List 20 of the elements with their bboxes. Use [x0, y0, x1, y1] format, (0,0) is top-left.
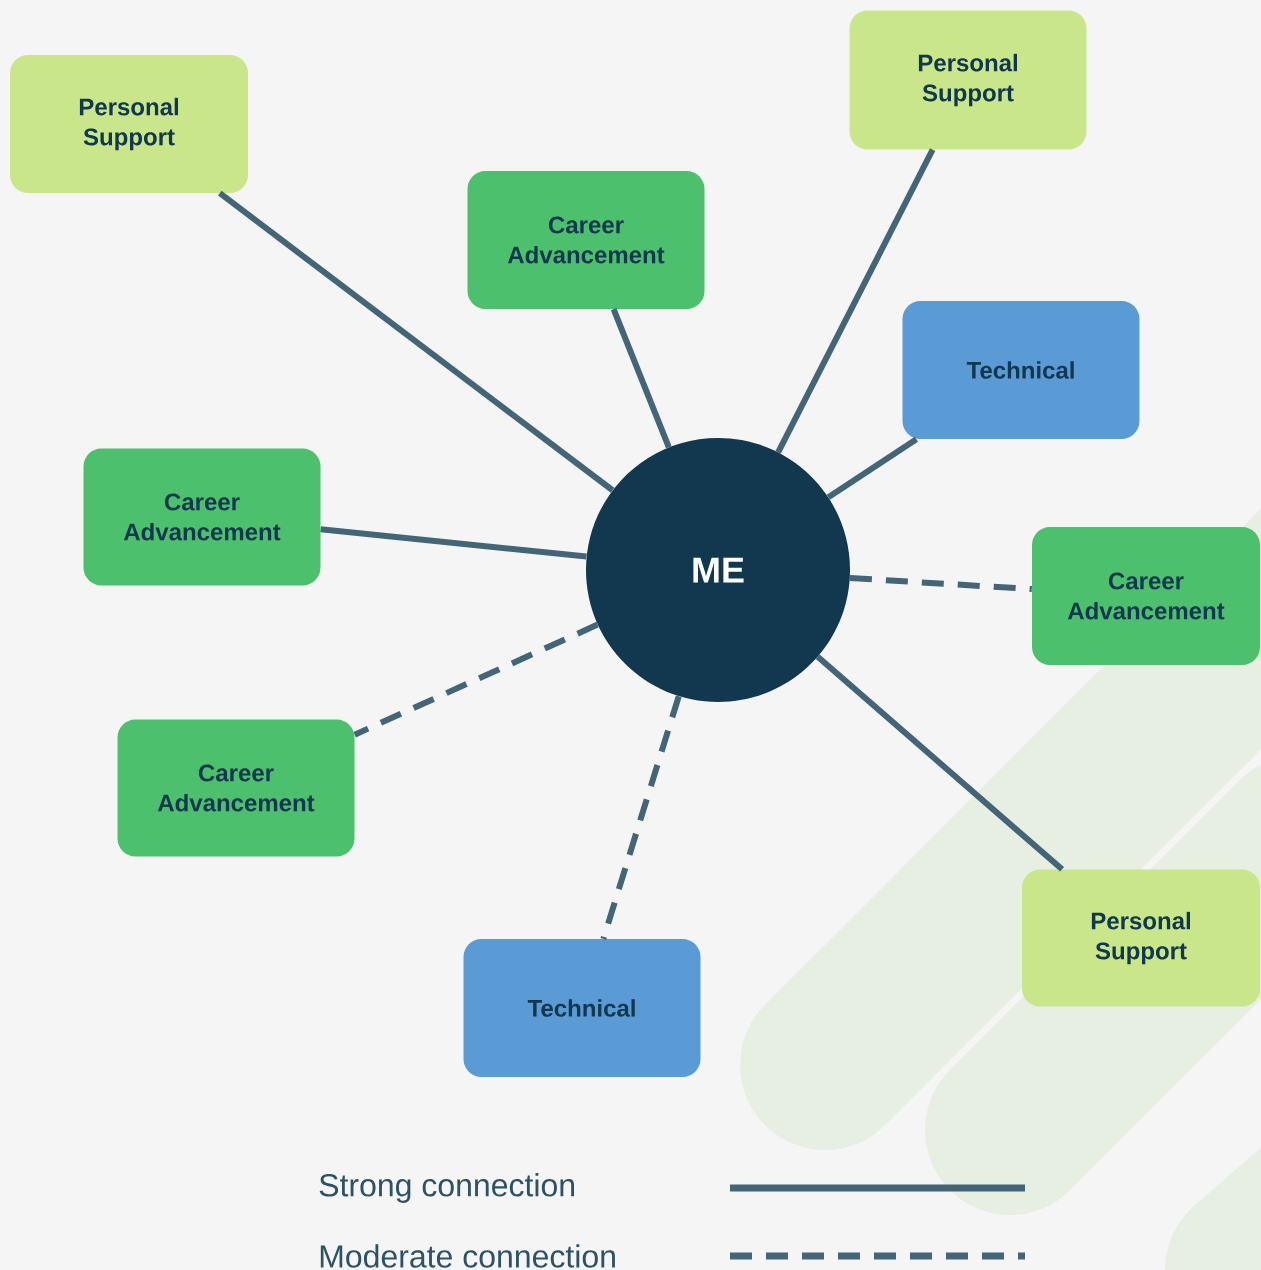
- connector-line: [600, 695, 682, 940]
- connector-line: [610, 308, 672, 449]
- category-box: Personal Support: [1022, 869, 1260, 1007]
- category-box: Personal Support: [10, 55, 248, 193]
- connector-line: [815, 654, 1065, 872]
- category-box: Technical: [463, 939, 701, 1077]
- category-box: Personal Support: [849, 10, 1087, 150]
- connector-line: [218, 190, 615, 493]
- connector-line: [826, 436, 919, 500]
- connector-line: [849, 575, 1032, 593]
- category-box: Career Advancement: [467, 171, 705, 309]
- connector-line: [353, 621, 599, 738]
- category-box: Technical: [902, 301, 1140, 439]
- connector-line: [320, 526, 587, 560]
- legend-label: Strong connection: [319, 1173, 574, 1203]
- legend-label: Moderate connection: [320, 1244, 615, 1268]
- connector-line: [775, 148, 936, 454]
- category-box: Career Advancement: [83, 448, 321, 586]
- category-box: Career Advancement: [117, 719, 355, 857]
- category-box: Career Advancement: [1032, 527, 1260, 665]
